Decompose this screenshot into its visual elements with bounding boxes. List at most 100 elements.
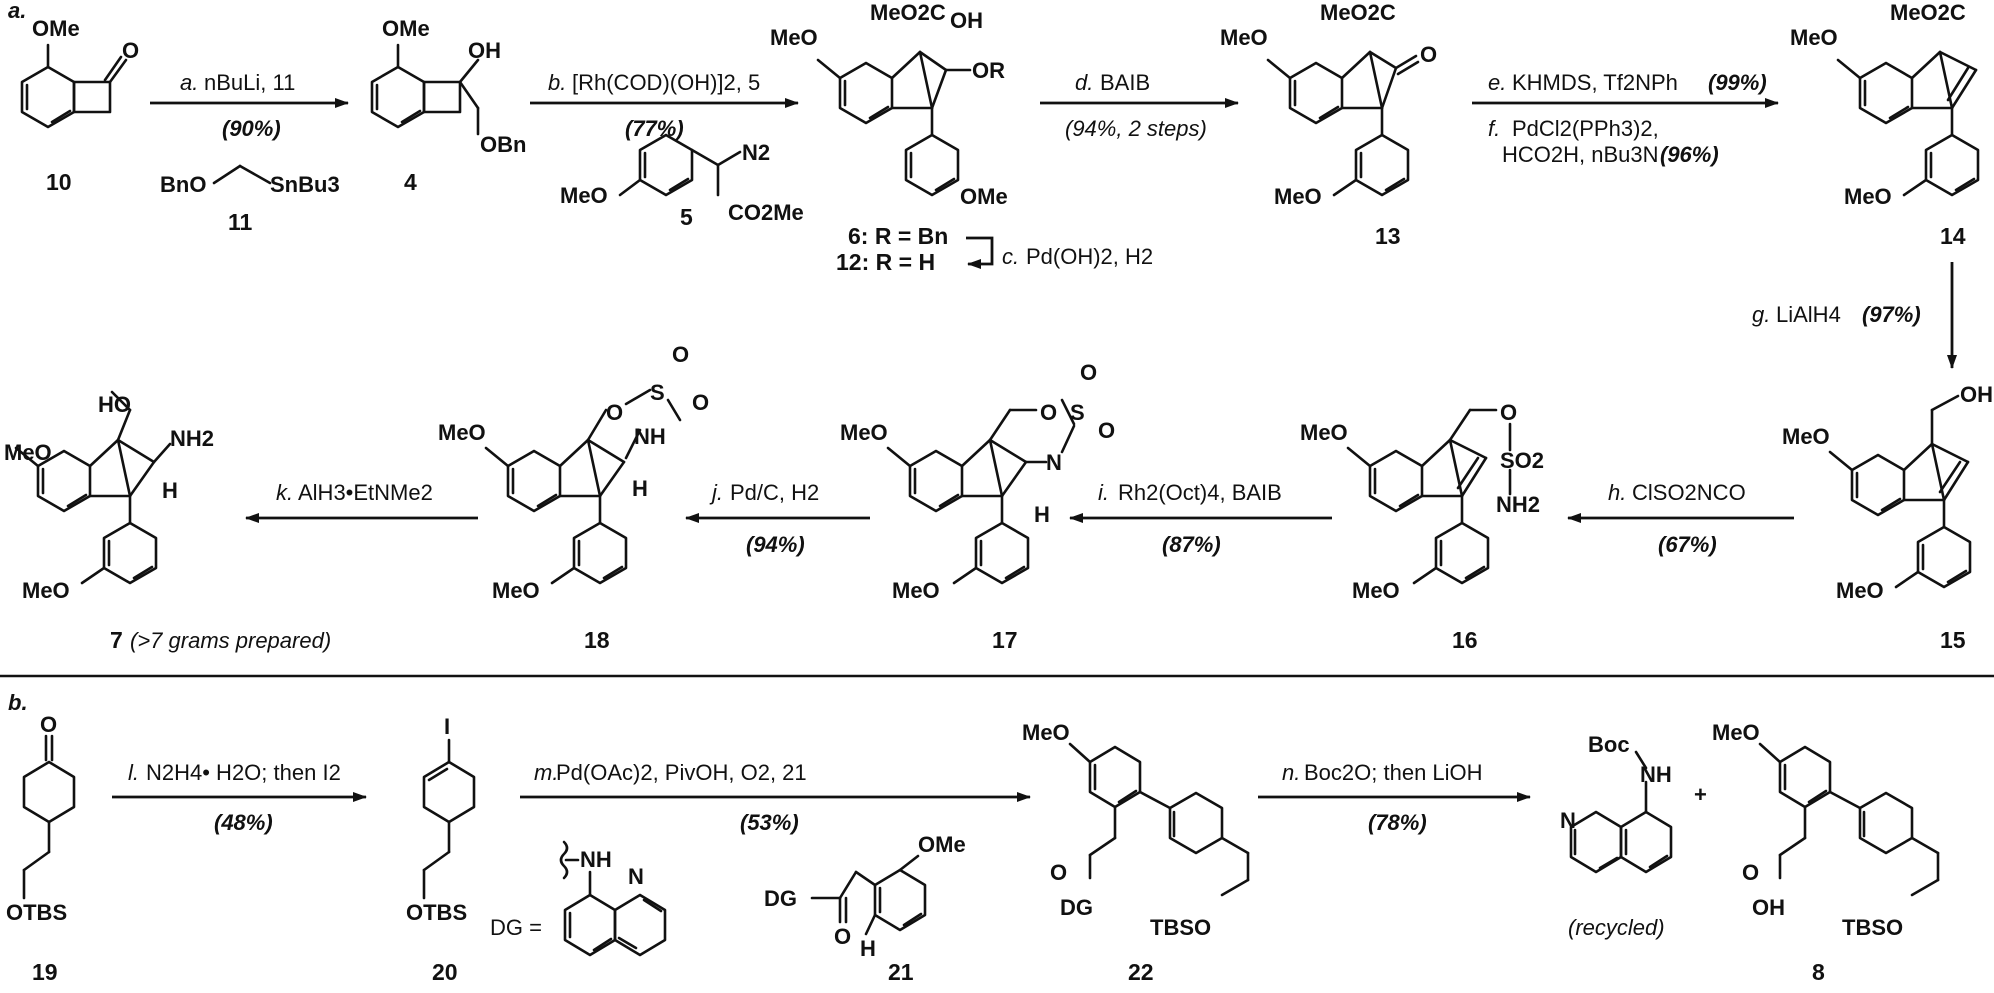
- step-b-reagent: [Rh(COD)(OH)]2, 5: [572, 70, 760, 95]
- step-e-yield: (99%): [1708, 70, 1767, 95]
- atom-meo2c: MeO2C: [1890, 0, 1966, 25]
- atom-nh: NH: [1640, 762, 1672, 787]
- step-g-reagent: LiAlH4: [1776, 302, 1841, 327]
- atom-i: I: [444, 714, 450, 739]
- step-k-reagent: AlH3•EtNMe2: [298, 480, 433, 505]
- step-k-key: k.: [276, 480, 293, 505]
- atom-o: O: [1420, 42, 1437, 67]
- step-f-reagent: PdCl2(PPh3)2,: [1512, 116, 1659, 141]
- step-c-key: c.: [1002, 244, 1019, 269]
- atom-otbs: OTBS: [6, 900, 67, 925]
- atom-o: O: [692, 390, 709, 415]
- step-a-yield: (90%): [222, 116, 281, 141]
- atom-oh: OH: [1960, 382, 1993, 407]
- step-g-yield: (97%): [1862, 302, 1921, 327]
- step-d-reagent: BAIB: [1100, 70, 1150, 95]
- compound-10-structure: [20, 43, 128, 129]
- compound-22-structure: [1068, 742, 1250, 897]
- atom-o: O: [1742, 860, 1759, 885]
- directing-group-structure: [559, 840, 667, 957]
- atom-o: O: [1040, 400, 1057, 425]
- compound-label-16: 16: [1452, 627, 1478, 653]
- atom-meo: MeO: [1790, 25, 1838, 50]
- boc-aminoquinoline-structure: [1569, 750, 1673, 874]
- step-l-key: l.: [128, 760, 139, 785]
- atom-bno: BnO: [160, 172, 206, 197]
- atom-s: S: [1070, 400, 1085, 425]
- compound-label-22: 22: [1128, 959, 1154, 985]
- atom-ome: OMe: [32, 16, 80, 41]
- atom-meo: MeO: [22, 578, 70, 603]
- compound-15-structure: [1828, 394, 1972, 589]
- compound-7-structure: [14, 390, 172, 585]
- part-b-label: b.: [8, 690, 28, 715]
- step-g-key: g.: [1752, 302, 1770, 327]
- atom-nh: NH: [580, 847, 612, 872]
- atom-nh2: NH2: [170, 426, 214, 451]
- step-i-reagent: Rh2(Oct)4, BAIB: [1118, 480, 1282, 505]
- step-m-key: m.: [534, 760, 558, 785]
- compound-label-8: 8: [1812, 959, 1825, 985]
- step-l-reagent: N2H4• H2O; then I2: [146, 760, 341, 785]
- compound-label-21: 21: [888, 959, 914, 985]
- atom-meo: MeO: [840, 420, 888, 445]
- step-e-reagent: KHMDS, Tf2NPh: [1512, 70, 1678, 95]
- atom-oh: OH: [468, 38, 501, 63]
- step-a-reagent: nBuLi, 11: [204, 70, 295, 95]
- atom-n: N: [628, 864, 644, 889]
- atom-meo: MeO: [1352, 578, 1400, 603]
- plus-sign: +: [1694, 782, 1707, 807]
- atom-meo: MeO: [1274, 184, 1322, 209]
- reagent-11-structure: [212, 164, 272, 185]
- step-h-key: h.: [1608, 480, 1626, 505]
- compound-label-4: 4: [404, 169, 417, 195]
- step-n-reagent: Boc2O; then LiOH: [1304, 760, 1483, 785]
- compound-label-10: 10: [46, 169, 72, 195]
- compound-label-19: 19: [32, 959, 58, 985]
- atom-or: OR: [972, 58, 1005, 83]
- atom-o: O: [1080, 360, 1097, 385]
- compound-19-structure: [22, 734, 76, 900]
- atom-dg: DG: [764, 886, 797, 911]
- atom-h: H: [860, 936, 876, 961]
- step-n-yield: (78%): [1368, 810, 1427, 835]
- atom-h: H: [632, 476, 648, 501]
- compound-label-7: 7: [110, 627, 123, 653]
- atom-n2: N2: [742, 140, 770, 165]
- atom-oh: OH: [950, 8, 983, 33]
- compound-7-note: (>7 grams prepared): [130, 628, 331, 653]
- atom-boc: Boc: [1588, 732, 1630, 757]
- compound-18-structure: [484, 388, 682, 585]
- compound-label-18: 18: [584, 627, 610, 653]
- step-h-reagent: ClSO2NCO: [1632, 480, 1746, 505]
- atom-meo: MeO: [438, 420, 486, 445]
- atom-o: O: [672, 342, 689, 367]
- atom-otbs: OTBS: [406, 900, 467, 925]
- atom-nh2: NH2: [1496, 492, 1540, 517]
- atom-meo: MeO: [892, 578, 940, 603]
- atom-o: O: [40, 712, 57, 737]
- compound-8-structure: [1758, 742, 1940, 897]
- compound-20-structure: [422, 738, 476, 900]
- step-i-yield: (87%): [1162, 532, 1221, 557]
- step-f-reagent-2: HCO2H, nBu3N: [1502, 142, 1659, 167]
- compound-label-14: 14: [1940, 223, 1966, 249]
- atom-h: H: [162, 478, 178, 503]
- compound-label-13: 13: [1375, 223, 1401, 249]
- atom-ho: HO: [98, 392, 131, 417]
- step-h-yield: (67%): [1658, 532, 1717, 557]
- step-b-key: b.: [548, 70, 566, 95]
- atom-n: N: [1046, 450, 1062, 475]
- atom-meo: MeO: [492, 578, 540, 603]
- atom-meo: MeO: [1300, 420, 1348, 445]
- compound-13-structure: [1266, 50, 1420, 197]
- compound-label-6: 6: R = Bn: [848, 223, 948, 249]
- reagent-5-structure: [618, 133, 742, 197]
- atom-dg: DG: [1060, 895, 1093, 920]
- atom-meo2c: MeO2C: [870, 0, 946, 25]
- compound-6-12-structure: [816, 50, 972, 197]
- atom-o: O: [122, 38, 139, 63]
- atom-meo: MeO: [1836, 578, 1884, 603]
- atom-snbu3: SnBu3: [270, 172, 340, 197]
- compound-label-11: 11: [228, 209, 253, 235]
